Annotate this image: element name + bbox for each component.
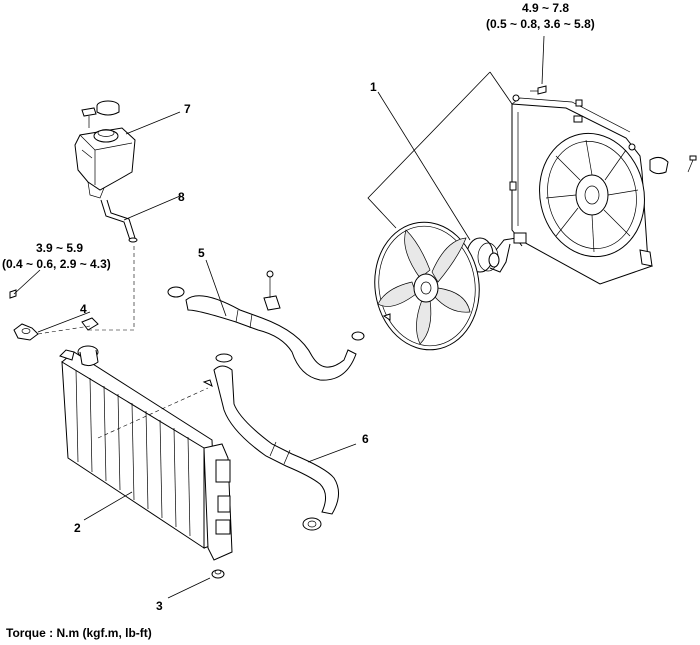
cooling-fan xyxy=(374,221,480,351)
radiator-bolt-torque-nm: 3.9 ~ 5.9 xyxy=(36,241,83,255)
torque-unit-note: Torque : N.m (kgf.m, lb-ft) xyxy=(6,626,152,640)
leader-lines xyxy=(13,35,545,599)
radiator xyxy=(59,345,233,579)
fan-bolts xyxy=(512,85,697,173)
callout-3: 3 xyxy=(156,599,163,613)
lower-radiator-hose xyxy=(202,353,339,531)
callout-5: 5 xyxy=(198,246,205,260)
radiator-bolt-torque-alt: (0.4 ~ 0.6, 2.9 ~ 4.3) xyxy=(2,257,111,271)
assembly-guide-lines xyxy=(37,244,209,439)
callout-8: 8 xyxy=(178,190,185,204)
overflow-hose xyxy=(100,199,138,243)
callout-6: 6 xyxy=(362,432,369,446)
callout-1: 1 xyxy=(370,80,377,94)
callout-7: 7 xyxy=(184,102,191,116)
fan-bolt-torque-alt: (0.5 ~ 0.8, 3.6 ~ 5.8) xyxy=(486,17,595,31)
upper-radiator-hose xyxy=(167,270,365,381)
reservoir-cap xyxy=(96,100,120,116)
fan-shroud xyxy=(509,97,669,285)
reservoir-tank xyxy=(74,107,136,199)
callout-4: 4 xyxy=(80,302,87,316)
fan-bolt-torque-nm: 4.9 ~ 7.8 xyxy=(522,1,569,15)
callout-2: 2 xyxy=(74,521,81,535)
